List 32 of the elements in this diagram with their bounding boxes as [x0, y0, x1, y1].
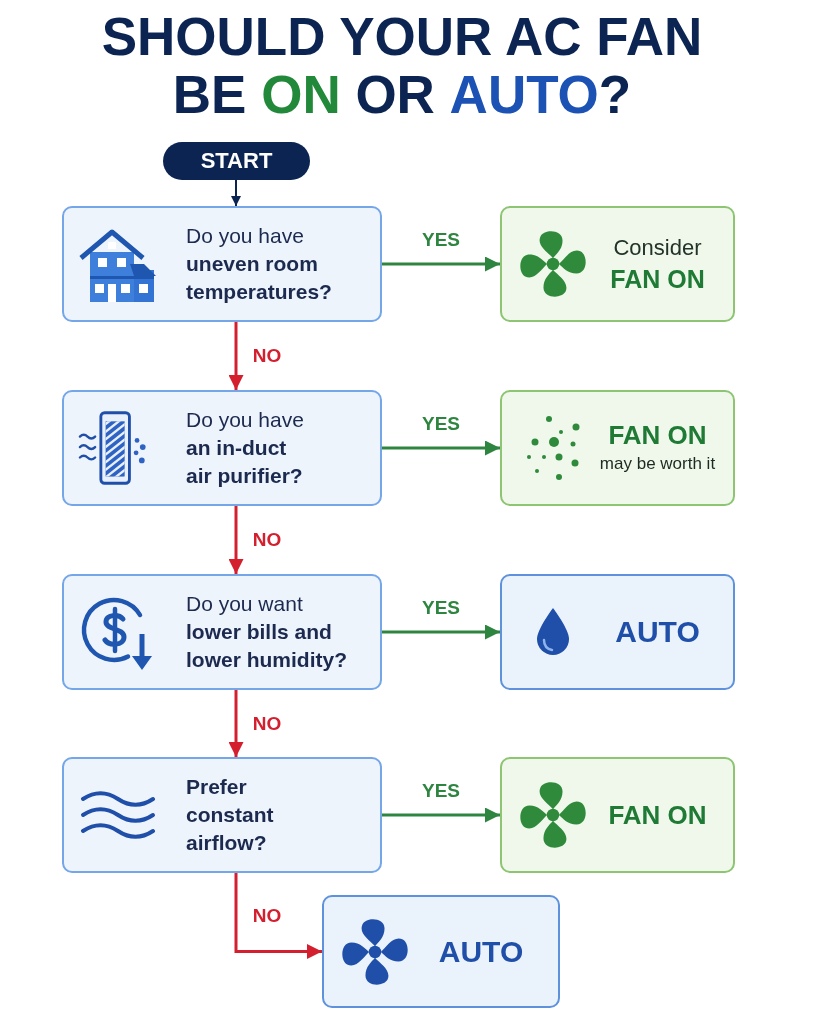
arrow	[382, 807, 500, 823]
arrow	[382, 624, 500, 640]
question-text: Prefer constant airflow?	[186, 774, 275, 856]
arrow	[231, 179, 241, 207]
result-text: may be worth it	[599, 453, 716, 475]
result-label: FAN ON	[608, 799, 707, 831]
start-pill	[163, 142, 310, 180]
arrow	[228, 506, 244, 574]
question-box	[62, 757, 382, 873]
result-label: AUTO	[438, 933, 524, 970]
result-label: AUTO	[615, 614, 700, 650]
result-text: Consider	[613, 234, 702, 262]
result-box	[500, 574, 735, 690]
question-box	[62, 390, 382, 506]
question-text: Do you have uneven room temperatures?	[186, 223, 333, 305]
arrow	[382, 440, 500, 456]
arrow	[234, 873, 322, 959]
question-box	[62, 206, 382, 322]
result-box	[500, 206, 735, 322]
question-box	[62, 574, 382, 690]
result-box	[322, 895, 560, 1008]
result-box	[500, 390, 735, 506]
result-box	[500, 757, 735, 873]
arrow	[382, 256, 500, 272]
start-label: START	[200, 148, 273, 174]
result-label: FAN ON	[610, 264, 705, 295]
question-text: Do you have an in-duct air purifier?	[186, 407, 305, 489]
arrow	[228, 322, 244, 390]
arrow	[228, 690, 244, 757]
title: SHOULD YOUR AC FAN BE ON OR AUTO?	[100, 8, 704, 124]
result-label: FAN ON	[608, 419, 707, 451]
question-text: Do you want lower bills and lower humidity?	[186, 591, 348, 673]
